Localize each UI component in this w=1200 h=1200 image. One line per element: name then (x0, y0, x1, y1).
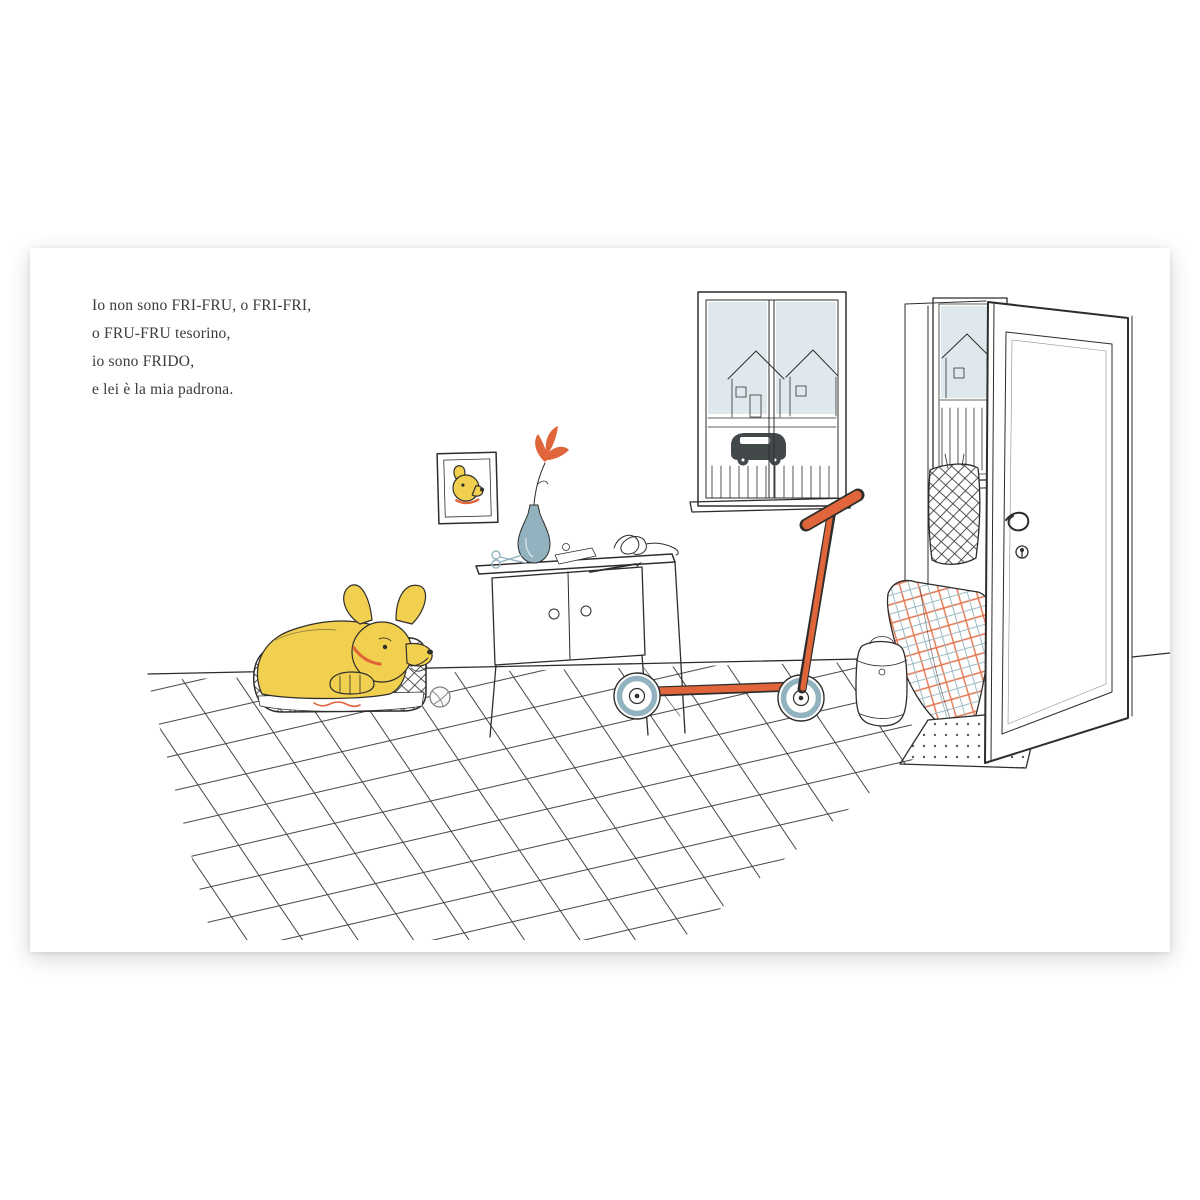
story-text-line: e lei è la mia padrona. (92, 381, 234, 398)
dog-nose (427, 649, 433, 655)
door (984, 301, 1129, 764)
dog (256, 584, 433, 700)
scissors (491, 550, 527, 569)
window-railing (711, 465, 830, 498)
dog-paws (329, 671, 375, 695)
floor-crosshatch (148, 662, 930, 940)
scooter-handlebar (799, 488, 865, 532)
book-page: Io non sono FRI-FRU, o FRI-FRI, o FRU-FR… (30, 248, 1170, 952)
string-tangle (613, 534, 679, 556)
table-items (491, 426, 679, 573)
story-text: Io non sono FRI-FRU, o FRI-FRI, o FRU-FR… (92, 292, 311, 404)
scooter-rear-wheel (613, 672, 661, 720)
story-text-line: io sono FRIDO, (92, 353, 195, 370)
pencil (589, 562, 642, 573)
dog-collar (352, 646, 382, 666)
toy-ball (429, 686, 451, 708)
window-main (689, 291, 853, 513)
story-text-line: Io non sono FRI-FRU, o FRI-FRI, (92, 297, 312, 314)
small-ball (562, 543, 570, 551)
window-main-scene (707, 349, 838, 498)
cabinet-knob-left (548, 608, 560, 620)
vase (517, 504, 551, 564)
framed-dog-picture (436, 451, 499, 525)
cabinet-knob-right (580, 605, 592, 617)
net-bag (928, 453, 981, 565)
notepad (554, 547, 597, 565)
dog-ear-right (395, 584, 427, 625)
illustration-svg (147, 291, 1170, 940)
dog-muzzle (405, 642, 433, 667)
story-text-line: o FRU-FRU tesorino, (92, 325, 231, 342)
white-bag (855, 636, 908, 727)
door-handle (1005, 511, 1030, 559)
dog-eye (382, 644, 388, 650)
scooter (613, 488, 865, 722)
dog-ear-left (343, 584, 373, 625)
flower (533, 426, 569, 506)
